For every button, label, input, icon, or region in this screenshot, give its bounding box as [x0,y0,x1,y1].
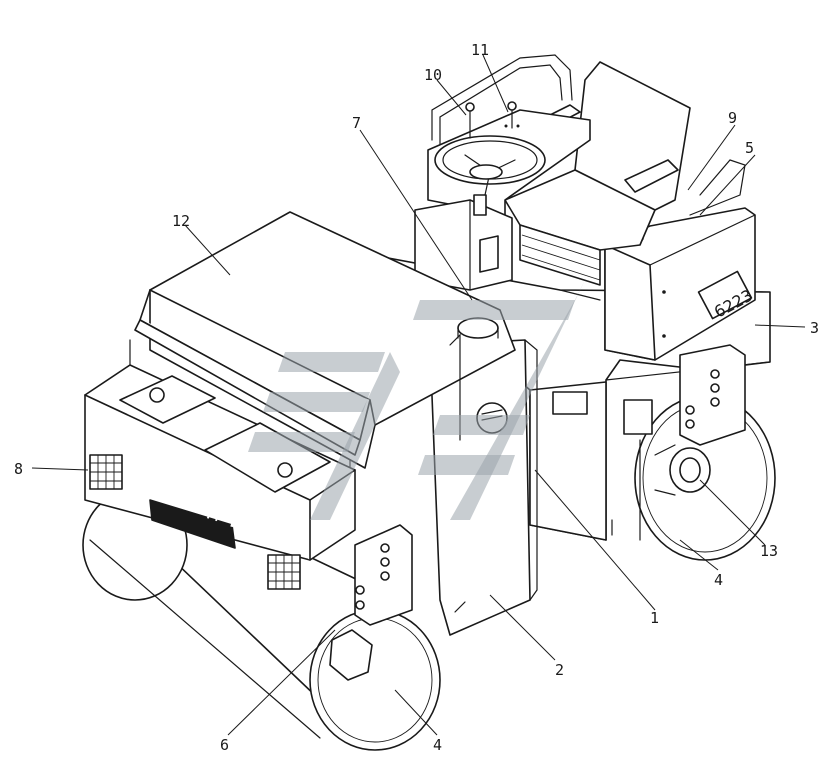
callouts: 1 2 3 4 4 5 6 7 8 9 10 11 12 13 [14,41,819,754]
front-drive-motor [329,524,413,681]
callout-8: 8 [14,460,23,478]
callout-5: 5 [745,139,754,157]
side-box: 6223 [604,199,756,361]
callout-12: 12 [172,212,190,230]
control-levers [504,101,520,129]
callout-2: 2 [555,661,564,679]
callout-1: 1 [650,609,659,627]
callout-6: 6 [220,736,229,754]
callout-13: 13 [760,542,778,560]
leader-lines [31,54,806,736]
operator-seat [504,61,746,286]
steering-wheel [434,102,546,196]
callout-3: 3 [810,319,819,337]
callout-7: 7 [352,114,361,132]
callout-11: 11 [471,41,489,59]
rear-grille [267,554,301,590]
front-body: амкодор [84,364,356,590]
callout-4-front: 4 [433,736,442,754]
callout-10: 10 [424,66,442,84]
callout-9: 9 [728,109,737,127]
handrail [431,54,573,146]
front-grille [89,454,123,490]
rear-drive-motor [654,344,746,496]
watermark-logo [248,280,585,520]
callout-4-rear: 4 [714,571,723,589]
